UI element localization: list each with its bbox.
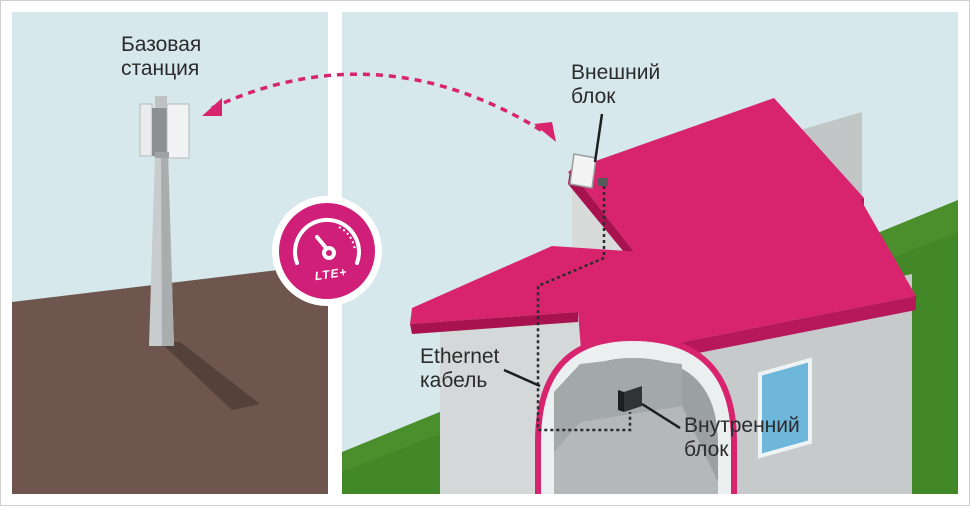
ground-soil xyxy=(12,264,328,494)
base-station-label-line1: Базовая xyxy=(121,33,202,56)
indoor-unit-label-line2: блок xyxy=(684,438,729,461)
tower-shadow xyxy=(160,342,260,410)
lower-window xyxy=(758,357,812,459)
ethernet-cable-label-line2: кабель xyxy=(420,369,488,392)
indoor-pointer xyxy=(641,402,681,430)
outdoor-unit-label: Внешний блок xyxy=(571,61,660,109)
lte-badge: LTE+ xyxy=(272,196,382,306)
indoor-unit-label-line1: Внутренний xyxy=(684,414,800,437)
base-station-scene xyxy=(12,96,328,494)
lte-speedometer-icon xyxy=(293,217,361,265)
base-station-label: Базовая станция xyxy=(121,33,201,81)
ethernet-cable-label-line1: Ethernet xyxy=(420,345,500,368)
lower-roof-right xyxy=(552,188,916,362)
ethernet-cable-label: Ethernet кабель xyxy=(420,345,499,393)
base-station-label-line2: станция xyxy=(121,57,200,80)
ethernet-cable xyxy=(536,186,632,432)
lower-roof-left xyxy=(410,246,578,324)
outdoor-pointer xyxy=(593,113,604,163)
indoor-router-icon xyxy=(618,386,642,412)
cell-tower-icon xyxy=(139,96,190,346)
ethernet-pointer xyxy=(503,368,541,388)
antenna-icon xyxy=(569,153,608,189)
indoor-unit-label: Внутренний блок xyxy=(684,414,800,462)
upper-roof xyxy=(570,98,864,262)
house-scene xyxy=(342,98,958,494)
outdoor-unit-label-line2: блок xyxy=(571,85,616,108)
outdoor-unit-label-line1: Внешний xyxy=(571,61,661,84)
